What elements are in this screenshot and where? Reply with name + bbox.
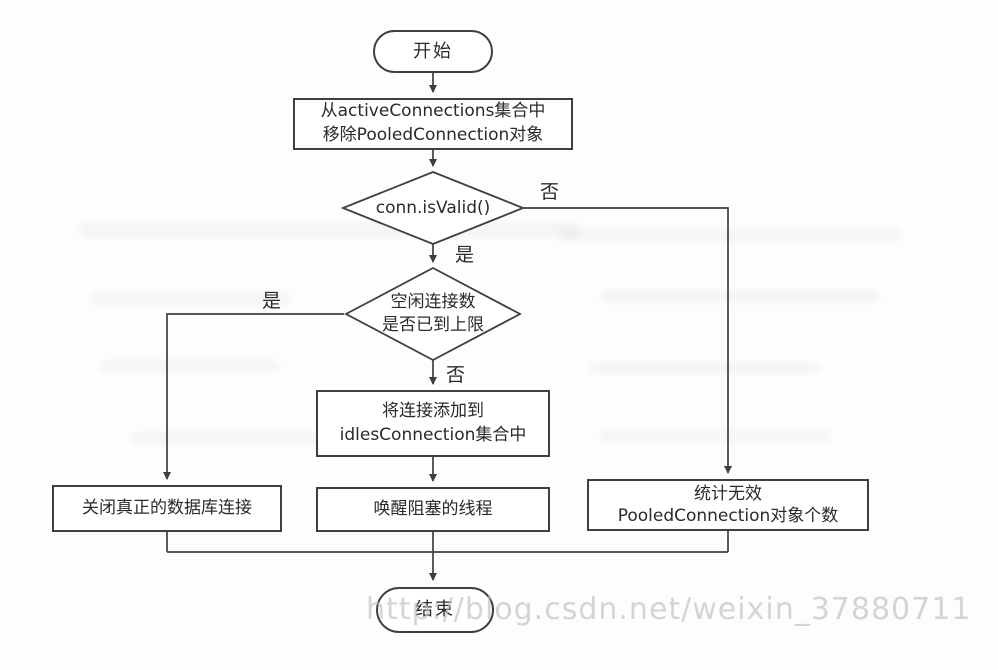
process-count-invalid: 统计无效 PooledConnection对象个数 <box>587 479 869 531</box>
decision-conn-is-valid-shape <box>340 171 526 245</box>
process-wake-threads: 唤醒阻塞的线程 <box>316 487 550 532</box>
end-node-label: 结束 <box>415 599 455 621</box>
edge-label-valid-no: 否 <box>540 181 560 203</box>
scan-noise <box>600 290 880 303</box>
edge-label-limit-no: 否 <box>446 364 466 386</box>
process-add-line2: idlesConnection集合中 <box>339 424 527 445</box>
decision-idle-limit-line1: 空闲连接数 <box>390 292 476 313</box>
scan-noise <box>560 228 900 242</box>
scan-noise <box>90 292 290 305</box>
scan-noise <box>600 430 830 442</box>
process-add-line1: 将连接添加到 <box>382 400 484 421</box>
process-count-line1: 统计无效 <box>694 483 762 504</box>
decision-conn-is-valid-label: conn.isValid() <box>375 197 491 218</box>
process-wake-label: 唤醒阻塞的线程 <box>373 498 493 519</box>
edge-valid-no-branch <box>523 207 732 474</box>
process-close-real-conn: 关闭真正的数据库连接 <box>52 485 282 532</box>
process-remove-from-active: 从activeConnections集合中 移除PooledConnection… <box>293 98 573 150</box>
edge-idle-yes-branch <box>163 313 344 480</box>
scan-noise <box>100 360 280 372</box>
start-node-label: 开始 <box>413 40 453 62</box>
process-count-line2: PooledConnection对象个数 <box>617 506 839 526</box>
decision-idle-limit-shape <box>344 266 522 362</box>
edge-label-valid-yes: 是 <box>455 244 475 266</box>
edge-label-limit-yes: 是 <box>262 290 282 312</box>
scan-noise <box>130 432 330 444</box>
process-close-label: 关闭真正的数据库连接 <box>82 497 252 518</box>
csdn-watermark: http://blog.csdn.net/weixin_37880711 <box>366 592 972 627</box>
start-node: 开始 <box>373 30 493 73</box>
scan-noise <box>590 362 820 374</box>
decision-idle-limit-line2: 是否已到上限 <box>382 315 484 335</box>
process-remove-line2: 移除PooledConnection对象 <box>322 125 544 145</box>
end-node: 结束 <box>376 587 494 633</box>
decision-idle-limit: 空闲连接数 是否已到上限 <box>353 276 513 352</box>
process-remove-line1: 从activeConnections集合中 <box>320 101 546 122</box>
decision-conn-is-valid: conn.isValid() <box>353 180 513 236</box>
process-add-to-idles: 将连接添加到 idlesConnection集合中 <box>316 390 550 457</box>
